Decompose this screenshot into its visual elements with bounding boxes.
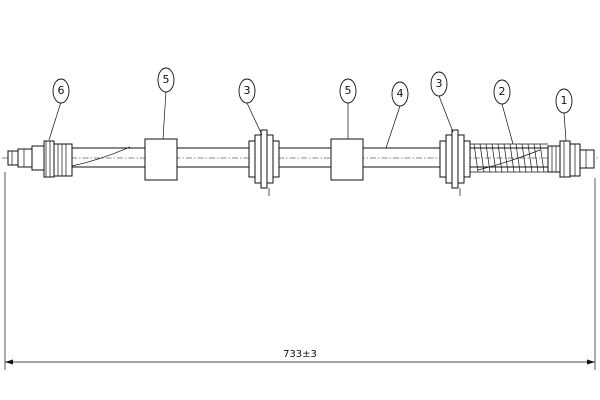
callout-6: 6 xyxy=(52,78,70,104)
dimension-arrow-left xyxy=(5,359,13,365)
spring-coil xyxy=(533,143,539,173)
callout-5b: 5 xyxy=(339,78,357,104)
spring-coil xyxy=(473,143,479,173)
clamp-sleeve-right xyxy=(330,138,364,181)
callout-5a-label: 5 xyxy=(163,73,170,86)
end-fitting-right xyxy=(547,140,595,178)
end-fitting-left xyxy=(7,140,131,178)
spring-coil xyxy=(509,143,515,173)
callout-2-label: 2 xyxy=(499,85,506,98)
dimension-arrow-right xyxy=(587,359,595,365)
spring-coil xyxy=(521,143,527,173)
callout-5b-label: 5 xyxy=(345,84,352,97)
clamp-sleeve-left xyxy=(144,138,178,181)
callout-4: 4 xyxy=(391,81,409,107)
spring-coil xyxy=(503,143,509,173)
callout-1: 1 xyxy=(555,88,573,114)
leader-lines xyxy=(48,90,567,149)
callout-2: 2 xyxy=(493,79,511,105)
callout-3b-label: 3 xyxy=(436,77,443,90)
spring-coil xyxy=(491,143,497,173)
spring-coil xyxy=(527,143,533,173)
callout-4-label: 4 xyxy=(397,87,404,100)
callout-1-label: 1 xyxy=(561,94,568,107)
overall-dimension: 733±3 xyxy=(4,172,596,370)
callout-3b: 3 xyxy=(430,71,448,97)
grommet-right xyxy=(439,129,471,196)
callout-6-label: 6 xyxy=(58,84,65,97)
spring-coil xyxy=(539,143,545,173)
grommet-left xyxy=(248,129,280,196)
callout-3a: 3 xyxy=(238,78,256,104)
overall-length-label: 733±3 xyxy=(283,349,317,360)
spring-guard xyxy=(470,143,548,173)
spring-coil xyxy=(497,143,503,173)
hose-body xyxy=(2,147,598,168)
spring-coil xyxy=(479,143,485,173)
callout-5a: 5 xyxy=(157,67,175,93)
callout-3a-label: 3 xyxy=(244,84,251,97)
